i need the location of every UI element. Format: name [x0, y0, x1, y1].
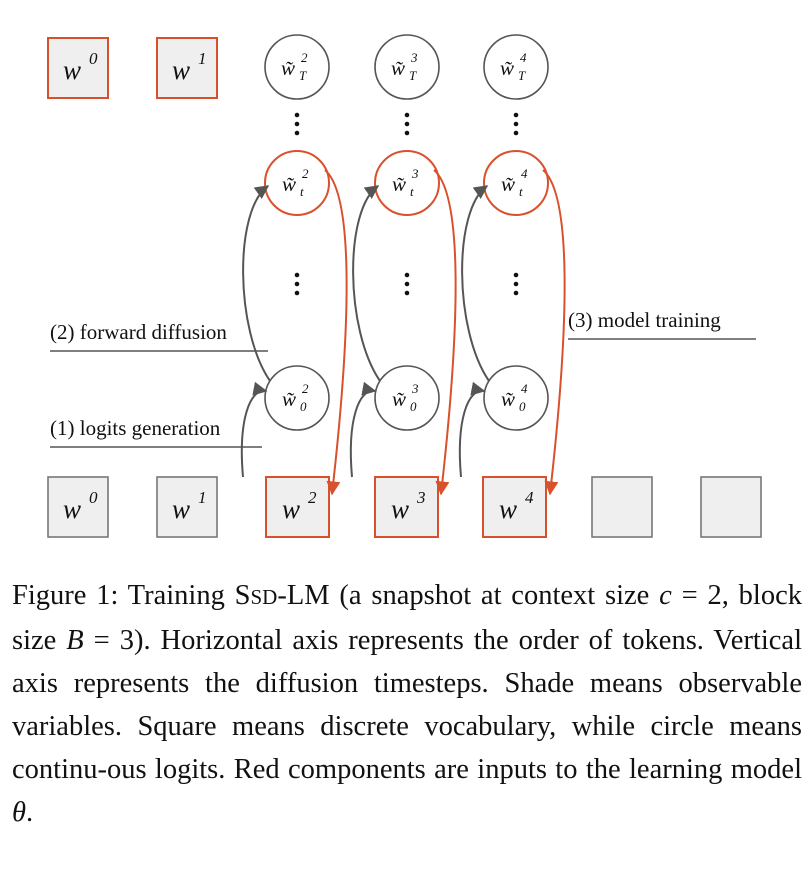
circle-w3-t-sup: 3	[411, 166, 419, 181]
circle-w4-0: w̃ 4 0	[483, 365, 549, 431]
top-token-w0-base: w	[63, 55, 81, 85]
arrow-model-training-4	[542, 169, 566, 496]
caption-ssd-smallcaps: SD	[250, 585, 278, 609]
label-model-training: (3) model training	[568, 308, 756, 340]
circle-w3-0-sup: 3	[411, 381, 419, 396]
label-forward-diffusion: (2) forward diffusion	[50, 320, 268, 352]
circle-w3-T-sup: 3	[410, 50, 418, 65]
arrow-forward-diffusion-3	[352, 185, 381, 382]
circle-w4-t-sub: t	[519, 184, 523, 199]
circle-w4-0-base: w̃	[501, 387, 515, 411]
arrow-logits-generation-3	[349, 381, 377, 478]
circle-w4-t: w̃ 4 t	[483, 150, 549, 216]
arrow-forward-diffusion-4	[461, 185, 490, 382]
circle-w3-t-base: w̃	[392, 172, 406, 196]
top-token-w1: w 1	[156, 37, 218, 99]
circle-w4-T-sub: T	[518, 68, 526, 83]
circle-w2-t-base: w̃	[282, 172, 296, 196]
caption-var-c: c	[659, 580, 672, 611]
bottom-token-w3: w 3	[374, 476, 439, 538]
circle-w4-t-base: w̃	[501, 172, 515, 196]
circle-w3-T-base: w̃	[391, 56, 405, 80]
arrow-logits-generation-4	[458, 381, 486, 478]
top-token-w1-sup: 1	[198, 49, 207, 68]
ellipsis-upper	[294, 112, 519, 136]
label-logits-generation-text: (1) logits generation	[50, 416, 221, 440]
top-token-w1-base: w	[172, 55, 190, 85]
bottom-token-w3-sup: 3	[416, 488, 426, 507]
arrow-model-training-2	[324, 169, 348, 496]
bottom-token-empty-2	[700, 476, 762, 538]
arrow-forward-diffusion-2	[242, 185, 271, 382]
circle-w2-T-sub: T	[299, 68, 307, 83]
bottom-token-w1-sup: 1	[198, 488, 207, 507]
bottom-token-w1-base: w	[172, 494, 190, 524]
arrow-logits-generation-2	[240, 381, 268, 478]
circle-w3-T: w̃ 3 T	[374, 34, 440, 100]
bottom-token-w0-sup: 0	[89, 488, 98, 507]
caption-text-1: Training	[118, 580, 235, 611]
circle-w2-T-base: w̃	[281, 56, 295, 80]
bottom-token-w0: w 0	[47, 476, 109, 538]
label-forward-diffusion-text: (2) forward diffusion	[50, 320, 227, 344]
circle-w4-T: w̃ 4 T	[483, 34, 549, 100]
caption-var-b: B	[66, 625, 84, 656]
circle-w4-0-sup: 4	[521, 381, 528, 396]
circle-w2-t-sup: 2	[302, 166, 309, 181]
figure-caption: Figure 1: Training SSD-LM (a snapshot at…	[12, 574, 802, 834]
circle-w3-t-sub: t	[410, 184, 414, 199]
circle-w4-T-sup: 4	[520, 50, 527, 65]
circle-w2-0-sub: 0	[300, 399, 307, 414]
arrow-model-training-3	[433, 169, 457, 496]
label-model-training-text: (3) model training	[568, 308, 721, 332]
bottom-token-w2-sup: 2	[308, 488, 317, 507]
bottom-token-w3-base: w	[391, 494, 409, 524]
bottom-token-w2-base: w	[282, 494, 300, 524]
circle-w2-0-sup: 2	[302, 381, 309, 396]
circle-w2-0-base: w̃	[282, 387, 296, 411]
caption-var-theta: θ	[12, 797, 26, 828]
caption-eq1: = 2, block size	[12, 580, 802, 656]
bottom-token-empty-1	[591, 476, 653, 538]
circle-w4-t-sup: 4	[521, 166, 528, 181]
circle-w2-T: w̃ 2 T	[264, 34, 330, 100]
caption-ssd-rest: -LM (a snapshot at context size	[277, 580, 660, 611]
circle-w4-T-base: w̃	[500, 56, 514, 80]
circle-w3-0: w̃ 3 0	[374, 365, 440, 431]
bottom-token-w0-base: w	[63, 494, 81, 524]
bottom-token-w4-base: w	[499, 494, 517, 524]
bottom-token-w4: w 4	[482, 476, 547, 538]
caption-end: .	[26, 797, 34, 828]
ssd-lm-training-diagram: w 0 w 1 w̃ 2 T w̃ 3 T w̃ 4 T w̃ 2 t w	[47, 34, 762, 538]
ellipsis-lower	[294, 272, 519, 296]
caption-figure-label: Figure 1:	[12, 580, 119, 611]
circle-w3-0-sub: 0	[410, 399, 417, 414]
circle-w3-0-base: w̃	[392, 387, 406, 411]
caption-ssd-s: S	[234, 580, 251, 611]
bottom-token-w2: w 2	[265, 476, 330, 538]
bottom-token-w4-sup: 4	[525, 488, 534, 507]
circle-w4-0-sub: 0	[519, 399, 526, 414]
circle-w3-t: w̃ 3 t	[374, 150, 440, 216]
top-token-w0-sup: 0	[89, 49, 98, 68]
bottom-token-w1: w 1	[156, 476, 218, 538]
circle-w2-T-sup: 2	[301, 50, 308, 65]
top-token-w0: w 0	[47, 37, 109, 99]
caption-eq2: = 3). Horizontal axis represents the ord…	[12, 625, 802, 785]
label-logits-generation: (1) logits generation	[50, 416, 262, 448]
circle-w3-T-sub: T	[409, 68, 417, 83]
circle-w2-t: w̃ 2 t	[264, 150, 330, 216]
circle-w2-0: w̃ 2 0	[264, 365, 330, 431]
circle-w2-t-sub: t	[300, 184, 304, 199]
